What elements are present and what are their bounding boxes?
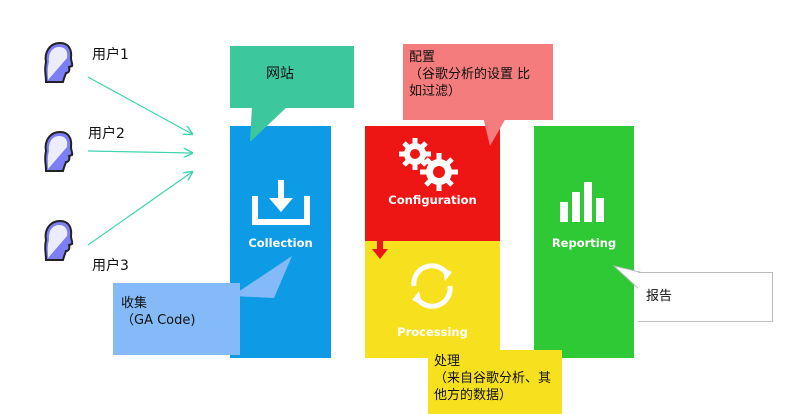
cycle-icon bbox=[411, 263, 453, 309]
user-icon-3 bbox=[38, 218, 74, 262]
collection-title: Collection bbox=[248, 236, 313, 250]
user-label-3: 用户3 bbox=[92, 258, 129, 274]
reporting-block: Reporting bbox=[534, 126, 634, 358]
user-icon-2 bbox=[38, 129, 74, 173]
processing-block: Processing bbox=[365, 241, 500, 358]
arrow-user1 bbox=[87, 76, 192, 134]
user-label-2: 用户2 bbox=[88, 126, 125, 142]
bar-chart-icon bbox=[560, 182, 604, 222]
arrow-user2 bbox=[87, 151, 192, 153]
website-callout-text: 网站 bbox=[266, 66, 294, 82]
user-label-1: 用户1 bbox=[92, 47, 129, 63]
collect-callout: 收集 （GA Code) bbox=[113, 283, 240, 355]
processing-title: Processing bbox=[397, 325, 468, 339]
collection-block: Collection bbox=[230, 126, 331, 358]
report-callout: 报告 bbox=[638, 272, 773, 322]
reporting-title: Reporting bbox=[551, 236, 617, 250]
website-callout-tail bbox=[250, 106, 288, 142]
process-callout: 处理 （来自谷歌分析、其 他方的数据） bbox=[428, 350, 562, 414]
configuration-block: Configuration bbox=[365, 126, 500, 241]
download-icon bbox=[252, 180, 310, 225]
gears-icon bbox=[399, 138, 458, 191]
arrow-user3 bbox=[87, 172, 192, 246]
configuration-title: Configuration bbox=[388, 193, 477, 207]
config-callout: 配置 （谷歌分析的设置 比 如过滤） bbox=[403, 44, 553, 120]
config-to-processing-arrow bbox=[372, 241, 388, 259]
website-callout: 网站 bbox=[230, 46, 354, 108]
collect-callout-tail bbox=[232, 256, 292, 298]
user-icon-1 bbox=[38, 40, 74, 84]
